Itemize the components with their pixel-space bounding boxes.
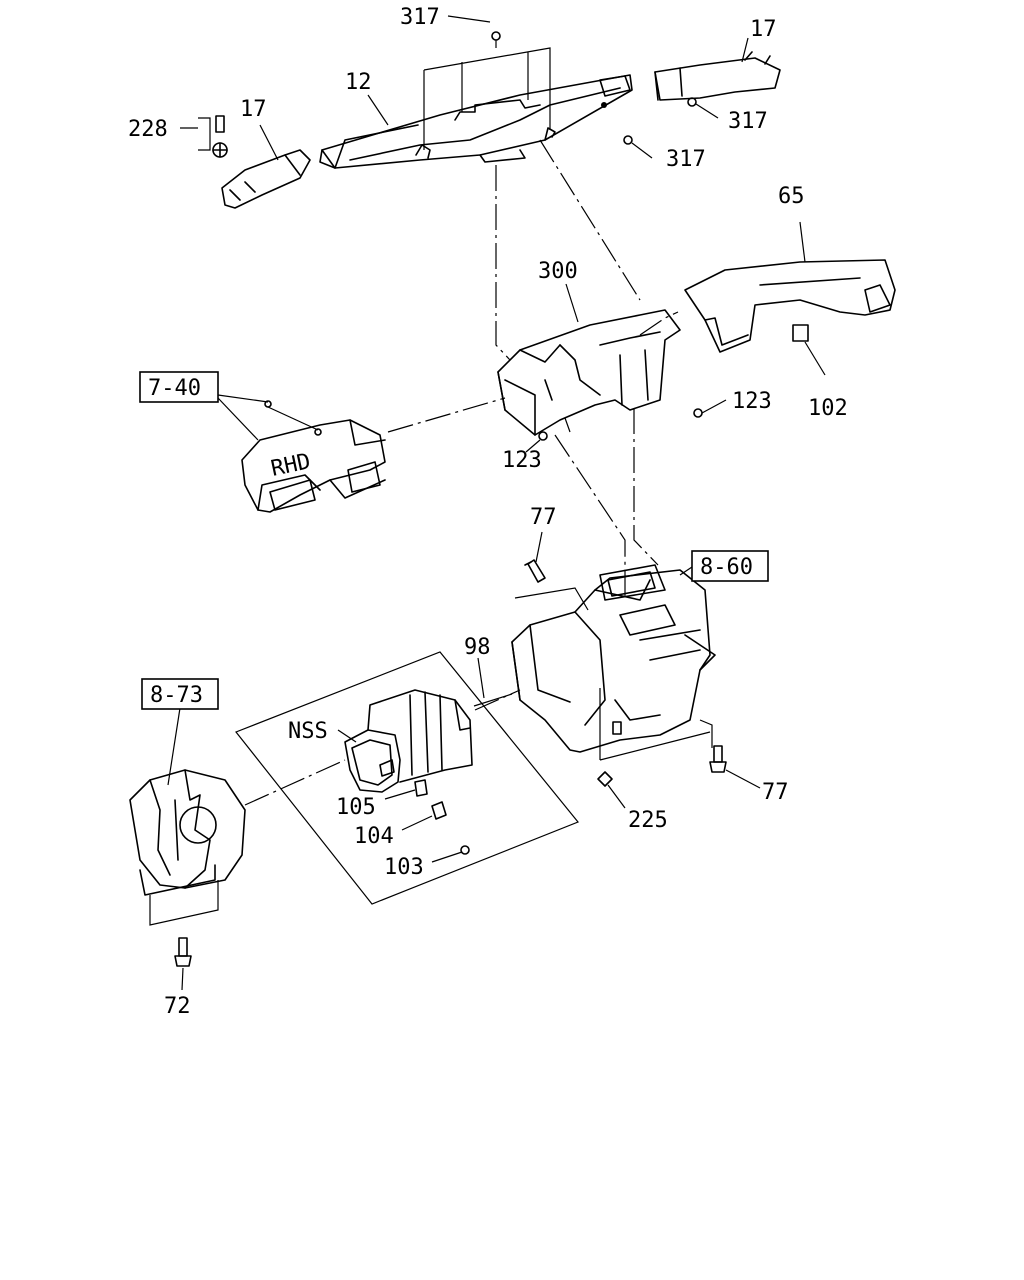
clip-104 <box>431 801 447 820</box>
label-nss: NSS <box>288 719 328 744</box>
label-317-top: 317 <box>400 5 440 30</box>
label-65: 65 <box>778 184 805 209</box>
fastener-317-right-b <box>623 135 633 145</box>
label-77-top: 77 <box>530 505 557 530</box>
label-17-left: 17 <box>240 97 267 122</box>
clip-103 <box>460 845 470 855</box>
label-228: 228 <box>128 117 168 142</box>
label-8-60: 8-60 <box>700 555 753 580</box>
clip-123-left <box>538 417 571 441</box>
duct-17-right <box>654 51 781 101</box>
label-17-right: 17 <box>750 17 777 42</box>
label-123-right: 123 <box>732 389 772 414</box>
bracket-228 <box>180 117 211 151</box>
duct-300 <box>497 309 681 436</box>
center-duct-12 <box>319 47 633 169</box>
label-225: 225 <box>628 808 668 833</box>
label-7-40: 7-40 <box>148 376 201 401</box>
blower-bracket <box>149 880 219 926</box>
label-300: 300 <box>538 259 578 284</box>
bolt-77-right <box>709 745 727 773</box>
bolt-77-top <box>524 559 546 583</box>
label-102: 102 <box>808 396 848 421</box>
blower-unit <box>129 769 246 896</box>
pad-105 <box>414 779 428 797</box>
screw-228 <box>212 115 228 158</box>
label-105: 105 <box>336 795 376 820</box>
label-104: 104 <box>354 824 394 849</box>
duct-65 <box>684 259 896 353</box>
ref-box-7-40: 7-40 <box>139 371 219 403</box>
label-72: 72 <box>164 994 191 1019</box>
label-12: 12 <box>345 70 372 95</box>
label-77-right: 77 <box>762 780 789 805</box>
assembly-98-frame <box>235 651 579 905</box>
duct-17-left <box>221 149 311 209</box>
pad-102 <box>792 324 809 342</box>
fastener-dot <box>601 102 607 108</box>
ref-box-8-60: 8-60 <box>691 550 769 582</box>
dash-dot-lines <box>244 139 679 806</box>
duct-rhd-7-40: RHD <box>241 400 386 513</box>
leader-lines <box>167 15 826 991</box>
label-317-right-b: 317 <box>666 147 706 172</box>
label-317-right-a: 317 <box>728 109 768 134</box>
label-8-73: 8-73 <box>150 683 203 708</box>
clip-123-right <box>693 408 703 418</box>
intake-duct-nss <box>344 689 473 793</box>
label-103: 103 <box>384 855 424 880</box>
ref-box-8-73: 8-73 <box>141 678 219 710</box>
fastener-317-top <box>491 31 501 48</box>
heater-bracket-lines <box>514 587 713 761</box>
label-98: 98 <box>464 635 491 660</box>
label-123-left: 123 <box>502 448 542 473</box>
fastener-317-right-a <box>687 97 697 107</box>
nut-225 <box>597 771 613 787</box>
bolt-72 <box>174 937 192 967</box>
